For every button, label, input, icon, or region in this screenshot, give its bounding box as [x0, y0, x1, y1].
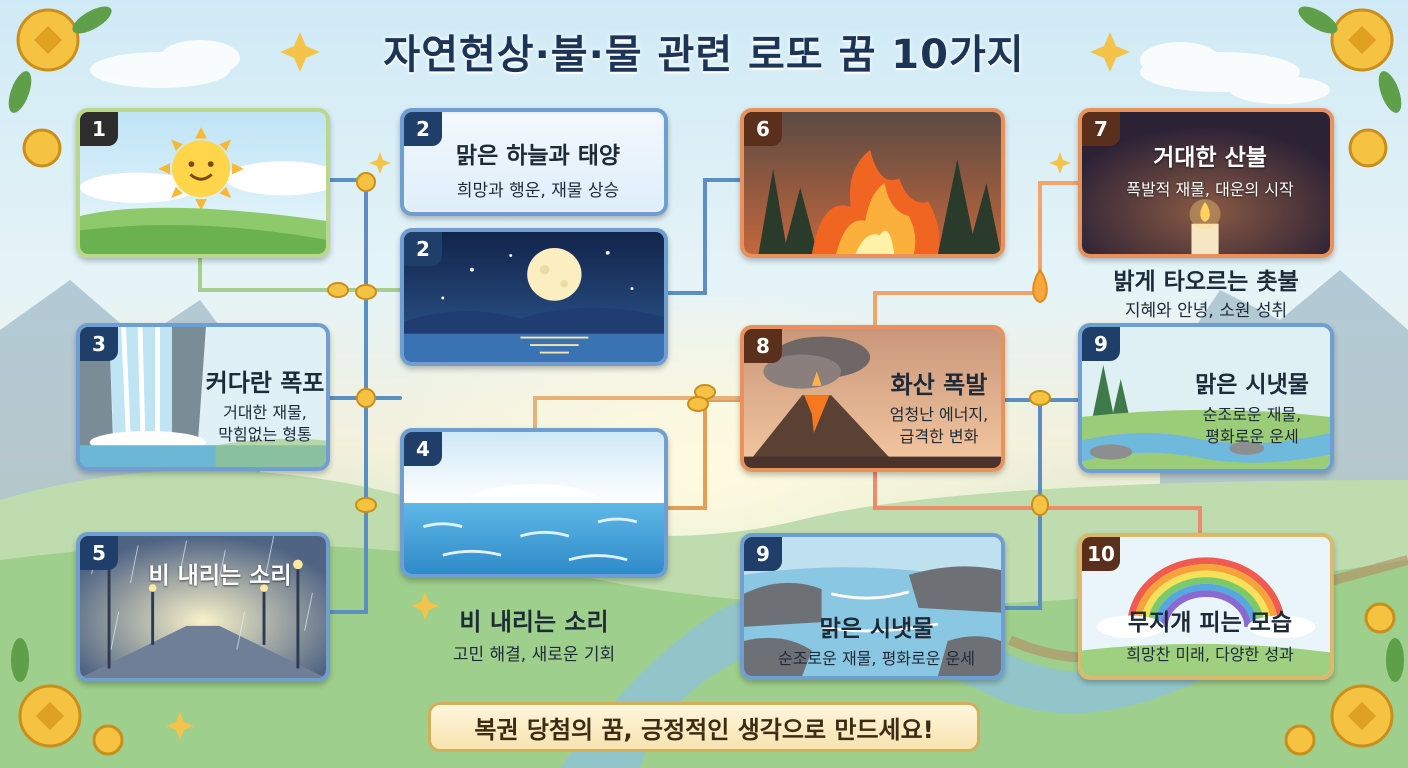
card-stream-bottom: 9 맑은 시냇물 순조로운 재물, 평화로운 운세 — [740, 533, 1005, 680]
card-subtitle-line1: 거대한 재물, — [223, 403, 307, 422]
rainbow-illustration — [1082, 537, 1330, 676]
card-sun: 1 — [76, 108, 330, 258]
card-subtitle-line2: 평화로운 운세 — [1205, 427, 1299, 446]
card-number-badge: 7 — [1082, 112, 1120, 146]
card-title: 화산 폭발 — [890, 371, 988, 399]
candle-floating-title: 밝게 타오르는 촛불 — [1113, 269, 1299, 295]
card-fire: 6 — [740, 108, 1005, 258]
card-number-badge: 1 — [80, 112, 118, 146]
card-subtitle: 희망과 행운, 재물 상승 — [456, 181, 620, 201]
card-title: 비 내리는 소리 — [148, 563, 292, 589]
page-title: 자연현상·불·물 관련 로또 꿈 10가지 — [383, 32, 1025, 78]
card-number-badge: 10 — [1082, 537, 1120, 571]
card-number-badge: 5 — [80, 536, 118, 570]
card-title: 커다란 폭포 — [205, 369, 325, 397]
card-subtitle-line2: 막힘없는 형통 — [218, 425, 312, 444]
card-stream-right: 9 맑은 시냇물 순조로운 재물, 평화로운 운세 — [1078, 323, 1334, 473]
footer-banner: 복권 당첨의 꿈, 긍정적인 생각으로 만드세요! — [428, 702, 980, 752]
card-waterfall: 3 커다란 폭포 거대한 재물, 막힘없는 형통 — [76, 323, 330, 471]
card-clear-sky: 2 맑은 하늘과 태양 희망과 행운, 재물 상승 — [400, 108, 668, 216]
volcano-illustration — [744, 329, 1001, 468]
stream-illustration — [1082, 327, 1330, 469]
card-sea: 4 — [400, 428, 668, 578]
card-subtitle: 희망찬 미래, 다양한 성과 — [1126, 645, 1294, 664]
card-number-badge: 2 — [404, 112, 442, 146]
card-number-badge: 6 — [744, 112, 782, 146]
card-number-badge: 2 — [404, 232, 442, 266]
stream-rocks-illustration — [744, 537, 1001, 676]
card-number-badge: 4 — [404, 432, 442, 466]
card-title: 거대한 산불 — [1153, 145, 1267, 171]
sea-scene-illustration — [404, 432, 664, 574]
card-number-badge: 3 — [80, 327, 118, 361]
card-subtitle-line1: 순조로운 재물, — [1202, 405, 1302, 424]
candle-illustration — [1082, 112, 1330, 254]
card-subtitle-line2: 급격한 변화 — [899, 427, 979, 446]
forest-fire-illustration — [744, 112, 1001, 254]
moon-scene-illustration — [404, 232, 664, 362]
card-number-badge: 9 — [744, 537, 782, 571]
card-title: 맑은 하늘과 태양 — [455, 143, 621, 169]
card-wildfire: 7 거대한 산불 폭발적 재물, 대운의 시작 — [1078, 108, 1334, 258]
card-volcano: 8 화산 폭발 엄청난 에너지, 급격한 변화 — [740, 325, 1005, 472]
card-number-badge: 9 — [1082, 327, 1120, 361]
card-subtitle: 폭발적 재물, 대운의 시작 — [1126, 180, 1294, 199]
rain-floating-title: 비 내리는 소리 — [459, 608, 609, 636]
rain-floating-subtitle: 고민 해결, 새로운 기회 — [452, 645, 616, 665]
rain-scene-illustration — [80, 536, 326, 678]
footer-text: 복권 당첨의 꿈, 긍정적인 생각으로 만드세요! — [474, 715, 934, 744]
card-rain: 5 비 내리는 소리 — [76, 532, 330, 682]
card-number-badge: 8 — [744, 329, 782, 363]
card-title: 맑은 시냇물 — [819, 616, 934, 642]
card-rainbow: 10 무지개 피는 모습 희망찬 미래, 다양한 성과 — [1078, 533, 1334, 680]
card-subtitle: 순조로운 재물, 평화로운 운세 — [778, 649, 975, 668]
waterfall-scene-illustration — [80, 327, 326, 467]
sun-scene-illustration — [80, 112, 326, 254]
card-subtitle-line1: 엄청난 에너지, — [889, 405, 989, 424]
candle-floating-subtitle: 지혜와 안녕, 소원 성취 — [1124, 301, 1288, 321]
card-title: 맑은 시냇물 — [1195, 372, 1309, 398]
card-moon: 2 — [400, 228, 668, 366]
card-title: 무지개 피는 모습 — [1127, 610, 1293, 636]
